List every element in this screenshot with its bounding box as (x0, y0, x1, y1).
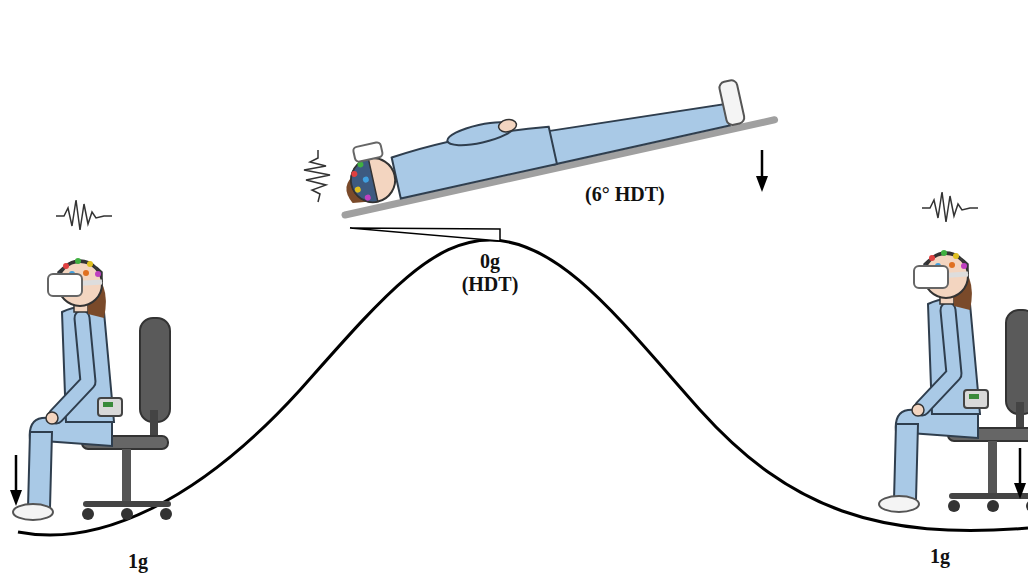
gravity-label: (6° HDT) (585, 183, 665, 206)
lying-figure (331, 57, 774, 215)
gravity-label: 1g (128, 550, 148, 573)
gravity-label: 0g (HDT) (462, 250, 519, 296)
down-arrow (1014, 448, 1026, 499)
seated-figure (879, 192, 1028, 512)
gravity-label: 1g (930, 545, 950, 568)
tilt-wedge (350, 228, 500, 241)
seated-figure (13, 200, 172, 520)
eeg-wave (304, 150, 330, 202)
down-arrow (10, 455, 22, 506)
down-arrow (756, 150, 768, 192)
